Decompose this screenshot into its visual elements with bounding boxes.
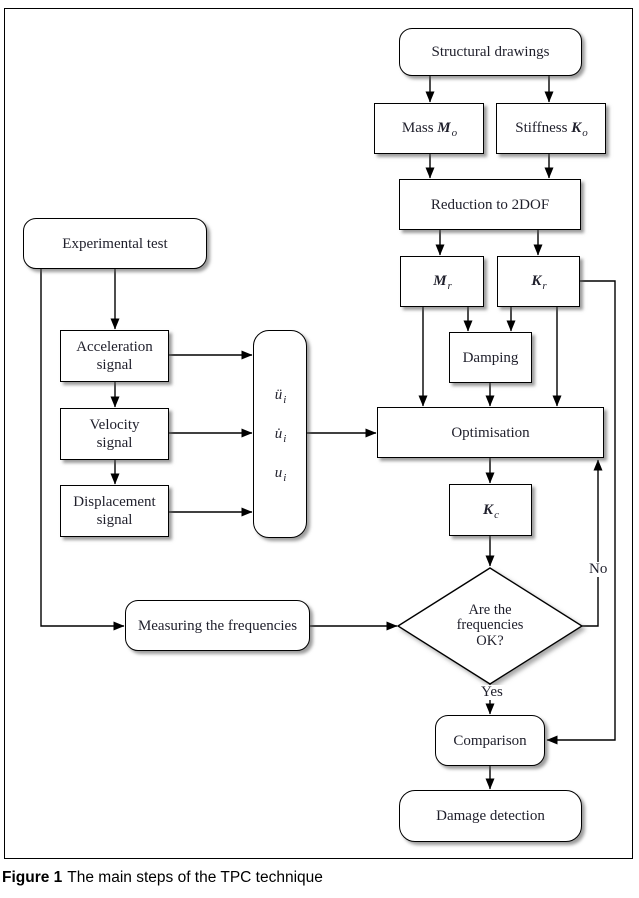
- figure-caption-number: Figure 1: [2, 869, 63, 886]
- node-reduction-2dof: Reduction to 2DOF: [399, 179, 581, 230]
- damage-detection-label: Damage detection: [436, 808, 545, 824]
- mass-label: Mass Mo: [401, 120, 458, 139]
- node-optimisation: Optimisation: [377, 407, 604, 458]
- displacement-signal-label: Displacement signal: [73, 494, 156, 528]
- velocity-signal-label: Velocity signal: [89, 417, 140, 451]
- node-acceleration-signal: Acceleration signal: [60, 330, 169, 382]
- kc-label: Kc: [483, 501, 499, 521]
- node-velocity-signal: Velocity signal: [60, 408, 169, 460]
- figure-caption-text: The main steps of the TPC technique: [67, 869, 323, 886]
- connector-experimental-to-measuring: [40, 269, 125, 631]
- node-decision: Are the frequencies OK?: [398, 567, 582, 685]
- node-experimental-test: Experimental test: [23, 218, 207, 269]
- damping-label: Damping: [462, 349, 519, 366]
- figure-frame: [4, 8, 633, 859]
- signal-velocity-symbol: u̇i: [274, 425, 287, 445]
- node-structural-drawings: Structural drawings: [399, 28, 582, 76]
- node-measuring-frequencies: Measuring the frequencies: [125, 600, 310, 651]
- acceleration-signal-label: Acceleration signal: [76, 339, 153, 373]
- comparison-label: Comparison: [453, 732, 527, 749]
- measuring-frequencies-label: Measuring the frequencies: [137, 617, 298, 634]
- node-kr: Kr: [497, 256, 580, 307]
- node-damage-detection: Damage detection: [399, 790, 582, 842]
- optimisation-label: Optimisation: [451, 424, 530, 441]
- node-stiffness: Stiffness Ko: [496, 103, 606, 154]
- edge-label-no: No: [587, 561, 610, 577]
- node-displacement-signal: Displacement signal: [60, 485, 169, 537]
- decision-label: Are the frequencies OK?: [456, 601, 524, 649]
- connector-kr-to-comparison: [546, 280, 616, 745]
- kr-label: Kr: [531, 273, 547, 292]
- reduction-label: Reduction to 2DOF: [430, 196, 550, 213]
- decision-diamond-shape: [396, 567, 584, 685]
- structural-drawings-label: Structural drawings: [431, 44, 550, 60]
- mr-label: Mr: [433, 273, 452, 292]
- experimental-test-label: Experimental test: [62, 235, 168, 252]
- edge-label-yes: Yes: [479, 684, 505, 700]
- node-mass: Mass Mo: [374, 103, 484, 154]
- connector-decision-no-to-optimisation: [582, 459, 603, 627]
- node-damping: Damping: [449, 332, 532, 383]
- node-kc: Kc: [449, 484, 532, 536]
- node-mr: Mr: [400, 256, 484, 307]
- stiffness-label: Stiffness Ko: [515, 120, 588, 139]
- signal-displacement-symbol: ui: [274, 464, 287, 484]
- signal-acceleration-symbol: üi: [274, 386, 287, 406]
- node-signals: üi u̇i ui: [253, 330, 307, 538]
- node-comparison: Comparison: [435, 715, 545, 766]
